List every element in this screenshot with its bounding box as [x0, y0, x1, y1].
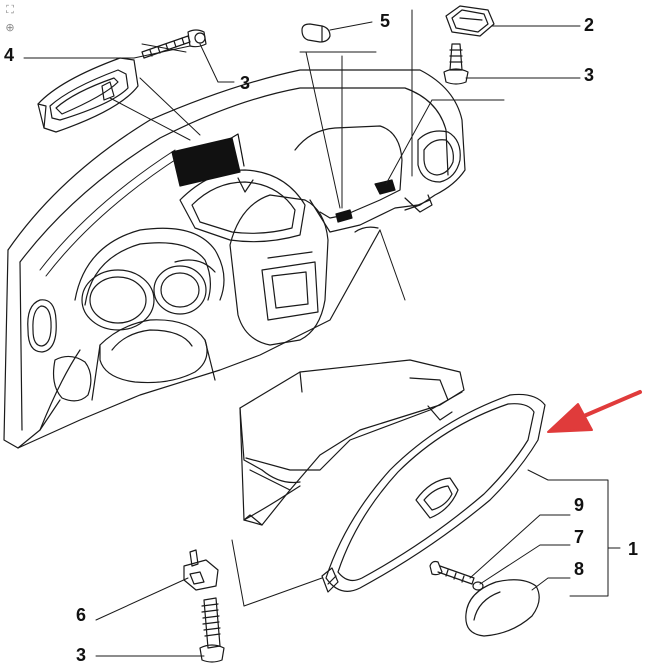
- callout-6: 6: [76, 605, 87, 625]
- zoom-in-icon[interactable]: ⊕: [5, 21, 15, 34]
- part-6-clip: [183, 549, 219, 591]
- callout-9: 9: [574, 495, 585, 515]
- highlight-arrow: [547, 390, 642, 433]
- callout-3-top-right: 3: [584, 65, 595, 85]
- callout-4: 4: [4, 45, 15, 65]
- part-8-cap: [465, 579, 540, 637]
- callout-3-top-left: 3: [240, 73, 251, 93]
- dashboard: [3, 69, 466, 449]
- callout-2: 2: [584, 15, 595, 35]
- part-9-screw: [429, 560, 475, 585]
- part-2-clip: [445, 5, 495, 37]
- leader-lines: [23, 9, 621, 657]
- fit-to-page-icon[interactable]: ⛶: [6, 3, 14, 16]
- part-5-bulb: [301, 23, 331, 43]
- callout-8: 8: [574, 559, 585, 579]
- stud-part-dash: [335, 209, 353, 223]
- part-4-housing: [37, 57, 139, 133]
- clip-part-dash: [374, 179, 396, 195]
- part-3-bolt-bottom: [199, 597, 225, 663]
- glovebox-door: [321, 393, 546, 593]
- callout-5: 5: [380, 11, 391, 31]
- callout-3-bottom: 3: [76, 645, 87, 665]
- part-7-washer: [472, 581, 484, 591]
- speaker-grille-part: [171, 133, 245, 187]
- callout-1: 1: [628, 539, 639, 559]
- glovebox-bin: [239, 359, 465, 526]
- callout-7: 7: [574, 527, 585, 547]
- part-3-bolt-top: [443, 43, 469, 85]
